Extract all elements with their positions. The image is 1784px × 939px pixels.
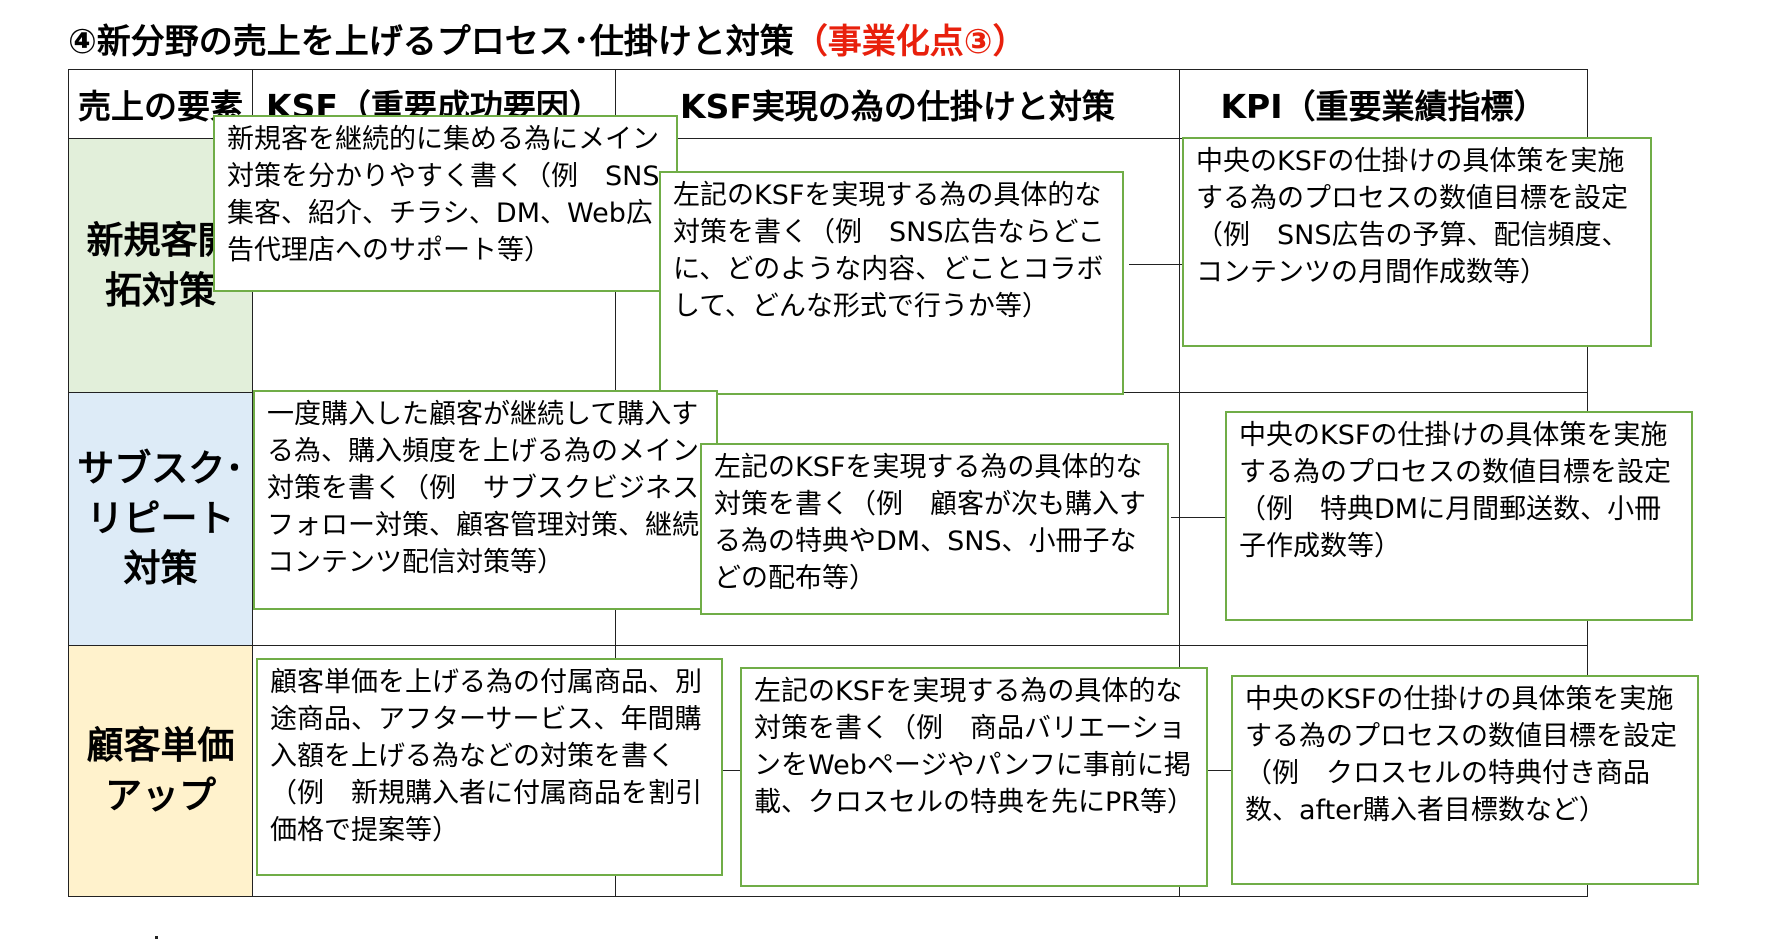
row-label-customer-unit-price: 顧客単価 アップ: [69, 646, 252, 896]
measure-box-new-customers: 左記のKSFを実現する為の具体的な対策を書く（例 SNS広告ならどこに、どのよう…: [659, 171, 1124, 395]
ksf-box-customer-unit-price: 顧客単価を上げる為の付属商品、別途商品、アフターサービス、年間購入額を上げる為な…: [256, 658, 723, 876]
row-divider: [69, 138, 1587, 139]
kpi-box-subscription-repeat: 中央のKSFの仕掛けの具体策を実施する為のプロセスの数値目標を設定（例 特典DM…: [1225, 411, 1693, 621]
ksf-box-subscription-repeat: 一度購入した顧客が継続して購入する為、購入頻度を上げる為のメイン対策を書く（例 …: [253, 390, 718, 610]
kpi-box-customer-unit-price: 中央のKSFの仕掛けの具体策を実施する為のプロセスの数値目標を設定（例 クロスセ…: [1231, 675, 1699, 885]
connector-line: [1207, 770, 1241, 771]
measure-box-subscription-repeat: 左記のKSFを実現する為の具体的な対策を書く（例 顧客が次も購入する為の特典やD…: [700, 443, 1169, 615]
row-divider: [69, 645, 1587, 646]
header-kpi: KPI（重要業績指標）: [1220, 87, 1547, 126]
column-divider: [1179, 70, 1180, 896]
column-divider: [252, 70, 253, 896]
measure-box-customer-unit-price: 左記のKSFを実現する為の具体的な対策を書く（例 商品バリエーションをWebペー…: [740, 667, 1208, 887]
header-measures: KSF実現の為の仕掛けと対策: [680, 87, 1115, 126]
kpi-box-new-customers: 中央のKSFの仕掛けの具体策を実施する為のプロセスの数値目標を設定（例 SNS広…: [1182, 137, 1652, 347]
row-label-subscription-repeat: サブスク･ リピート 対策: [69, 393, 252, 645]
title-accent: （事業化点③）: [793, 22, 1027, 62]
connector-line: [1129, 264, 1184, 265]
connector-line: [720, 770, 742, 771]
connector-line: [1171, 517, 1227, 518]
title-main: ④新分野の売上を上げるプロセス･仕掛けと対策: [68, 22, 794, 62]
page-title: ④新分野の売上を上げるプロセス･仕掛けと対策（事業化点③）: [68, 14, 1027, 63]
ksf-box-new-customers: 新規客を継続的に集める為にメイン対策を分かりやすく書く（例 SNS集客、紹介、チ…: [213, 115, 678, 292]
